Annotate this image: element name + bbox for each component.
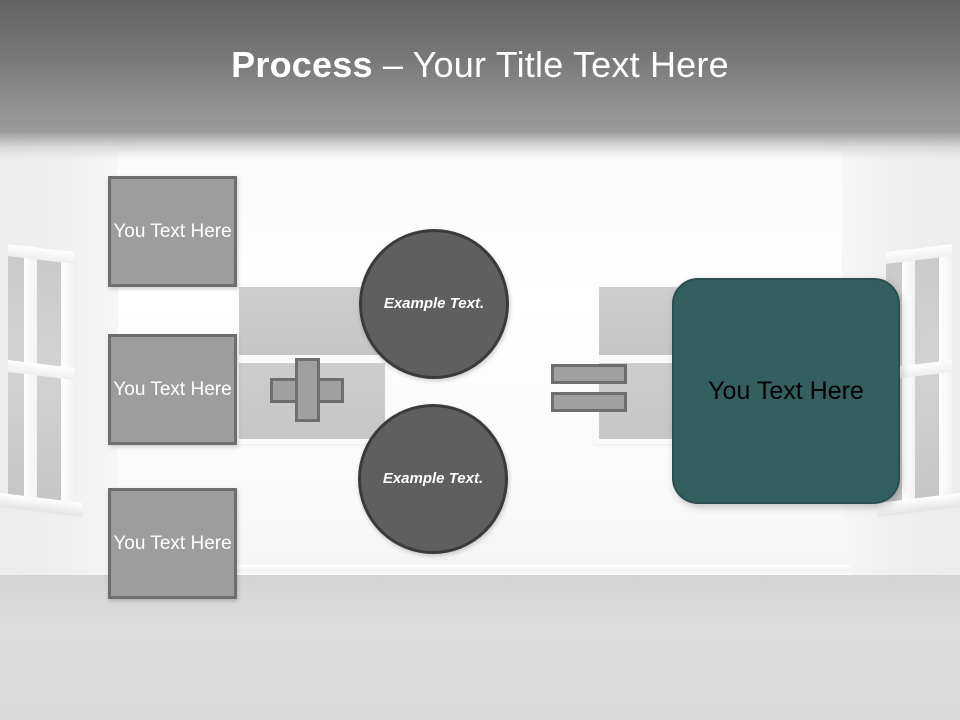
input-box-2[interactable]: You Text Here bbox=[108, 334, 237, 445]
input-box-3-label: You Text Here bbox=[113, 532, 232, 554]
page-title-rest: – Your Title Text Here bbox=[372, 44, 729, 85]
floor bbox=[0, 575, 960, 720]
equals-icon bbox=[551, 364, 627, 412]
page-title: Process – Your Title Text Here bbox=[0, 44, 960, 86]
title-banner bbox=[0, 0, 960, 159]
plus-icon-center-fill bbox=[298, 381, 317, 400]
equals-icon-top-bar bbox=[551, 364, 627, 384]
result-box[interactable]: You Text Here bbox=[672, 278, 900, 504]
input-box-2-label: You Text Here bbox=[113, 378, 232, 400]
page-title-strong: Process bbox=[231, 44, 373, 85]
example-circle-2-label: Example Text. bbox=[382, 470, 484, 488]
result-box-label: You Text Here bbox=[708, 376, 864, 405]
equals-icon-bottom-bar bbox=[551, 392, 627, 412]
example-circle-1[interactable]: Example Text. bbox=[359, 229, 509, 379]
example-circle-1-label: Example Text. bbox=[383, 295, 485, 313]
input-box-1-label: You Text Here bbox=[113, 220, 232, 242]
example-circle-2[interactable]: Example Text. bbox=[358, 404, 508, 554]
plus-icon bbox=[270, 358, 344, 422]
input-box-1[interactable]: You Text Here bbox=[108, 176, 237, 287]
input-box-3[interactable]: You Text Here bbox=[108, 488, 237, 599]
